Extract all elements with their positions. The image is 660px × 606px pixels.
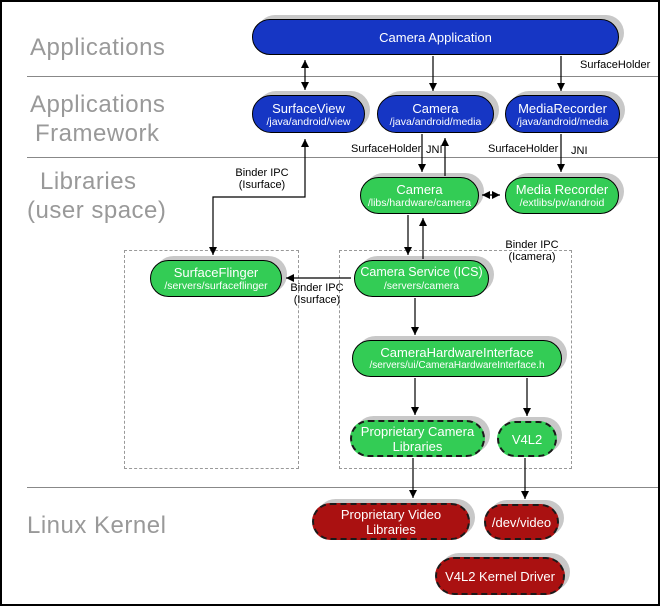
node-proprietary-camera-libs-title: Proprietary Camera Libraries bbox=[360, 423, 475, 454]
layer-label-kernel: Linux Kernel bbox=[27, 512, 167, 539]
node-surfaceview: SurfaceView /java/android/view bbox=[252, 95, 365, 133]
node-media-recorder-lib: Media Recorder /extlibs/pv/android bbox=[505, 177, 619, 214]
label-binder-mid-line2: (Isurface) bbox=[293, 294, 341, 306]
node-v4l2-title: V4L2 bbox=[511, 431, 543, 447]
node-camera-java-title: Camera bbox=[412, 100, 459, 116]
dashed-group-camera-service bbox=[339, 250, 572, 469]
node-proprietary-video-libs-title: Proprietary Video Libraries bbox=[340, 506, 442, 537]
label-binder-left-line2: (Isurface) bbox=[238, 179, 286, 191]
label-surfaceholder-mediarecorder: SurfaceHolder bbox=[488, 143, 559, 155]
divider-libraries-kernel bbox=[27, 487, 658, 488]
layer-label-framework: Applications Framework bbox=[30, 90, 165, 148]
label-surfaceholder-camera: SurfaceHolder bbox=[351, 143, 422, 155]
node-camera-service-path: /servers/camera bbox=[383, 280, 460, 292]
node-camera-lib-path: /libs/hardware/camera bbox=[367, 197, 472, 209]
node-dev-video: /dev/video bbox=[484, 504, 559, 540]
node-camera-service: Camera Service (ICS) /servers/camera bbox=[354, 260, 489, 297]
node-proprietary-camera-libs: Proprietary Camera Libraries bbox=[350, 420, 485, 457]
node-camera-hw-interface-title: CameraHardwareInterface bbox=[380, 345, 534, 360]
node-camera-hw-interface-path: /servers/ui/CameraHardwareInterface.h bbox=[369, 360, 545, 371]
node-v4l2: V4L2 bbox=[497, 421, 557, 457]
node-v4l2-kernel-driver: V4L2 Kernel Driver bbox=[435, 557, 565, 595]
layer-label-libraries-line1: Libraries bbox=[40, 168, 137, 195]
node-camera-application-title: Camera Application bbox=[379, 29, 492, 45]
layer-label-framework-line1: Applications bbox=[30, 91, 166, 118]
node-dev-video-title: /dev/video bbox=[491, 514, 552, 530]
label-surfaceholder-top: SurfaceHolder bbox=[580, 59, 651, 71]
node-camera-lib: Camera /libs/hardware/camera bbox=[360, 177, 479, 214]
layer-label-libraries-line2: (user space) bbox=[27, 197, 167, 224]
layer-label-libraries: Libraries (user space) bbox=[27, 167, 166, 225]
node-media-recorder-lib-title: Media Recorder bbox=[515, 182, 609, 197]
node-proprietary-video-libs: Proprietary Video Libraries bbox=[312, 503, 470, 540]
node-surfaceview-title: SurfaceView bbox=[272, 100, 345, 116]
node-mediarecorder-java-path: /java/android/media bbox=[516, 115, 609, 128]
node-surfaceflinger-path: /servers/surfaceflinger bbox=[164, 280, 268, 292]
label-binder-ipc-isurface-mid: Binder IPC (Isurface) bbox=[284, 282, 350, 306]
label-binder-left-line1: Binder IPC bbox=[235, 167, 289, 179]
layer-label-framework-line2: Framework bbox=[35, 120, 160, 147]
node-mediarecorder-java-title: MediaRecorder bbox=[518, 100, 607, 116]
divider-framework-libraries bbox=[27, 157, 658, 158]
label-binder-mid-line1: Binder IPC bbox=[290, 282, 344, 294]
node-v4l2-kernel-driver-title: V4L2 Kernel Driver bbox=[445, 568, 555, 584]
label-binder-ipc-isurface-left: Binder IPC (Isurface) bbox=[226, 167, 298, 191]
node-surfaceflinger: SurfaceFlinger /servers/surfaceflinger bbox=[150, 260, 282, 297]
label-binder-icamera-line1: Binder IPC bbox=[505, 239, 559, 251]
node-surfaceview-path: /java/android/view bbox=[266, 115, 351, 128]
node-mediarecorder-java: MediaRecorder /java/android/media bbox=[505, 95, 620, 133]
node-camera-lib-title: Camera bbox=[396, 182, 443, 197]
divider-applications-framework bbox=[27, 76, 658, 77]
node-camera-service-title: Camera Service (ICS) bbox=[360, 265, 483, 279]
label-jni-camera: JNI bbox=[426, 144, 443, 156]
node-camera-application: Camera Application bbox=[252, 19, 619, 55]
node-camera-hw-interface: CameraHardwareInterface /servers/ui/Came… bbox=[352, 340, 562, 377]
node-camera-java: Camera /java/android/media bbox=[377, 95, 494, 133]
node-media-recorder-lib-path: /extlibs/pv/android bbox=[519, 197, 605, 209]
node-surfaceflinger-title: SurfaceFlinger bbox=[173, 265, 259, 280]
node-camera-java-path: /java/android/media bbox=[389, 115, 482, 128]
label-binder-icamera-line2: (Icamera) bbox=[508, 251, 556, 263]
layer-label-applications: Applications bbox=[30, 34, 166, 61]
label-jni-mediarecorder: JNI bbox=[571, 145, 588, 157]
label-binder-ipc-icamera: Binder IPC (Icamera) bbox=[494, 239, 570, 263]
